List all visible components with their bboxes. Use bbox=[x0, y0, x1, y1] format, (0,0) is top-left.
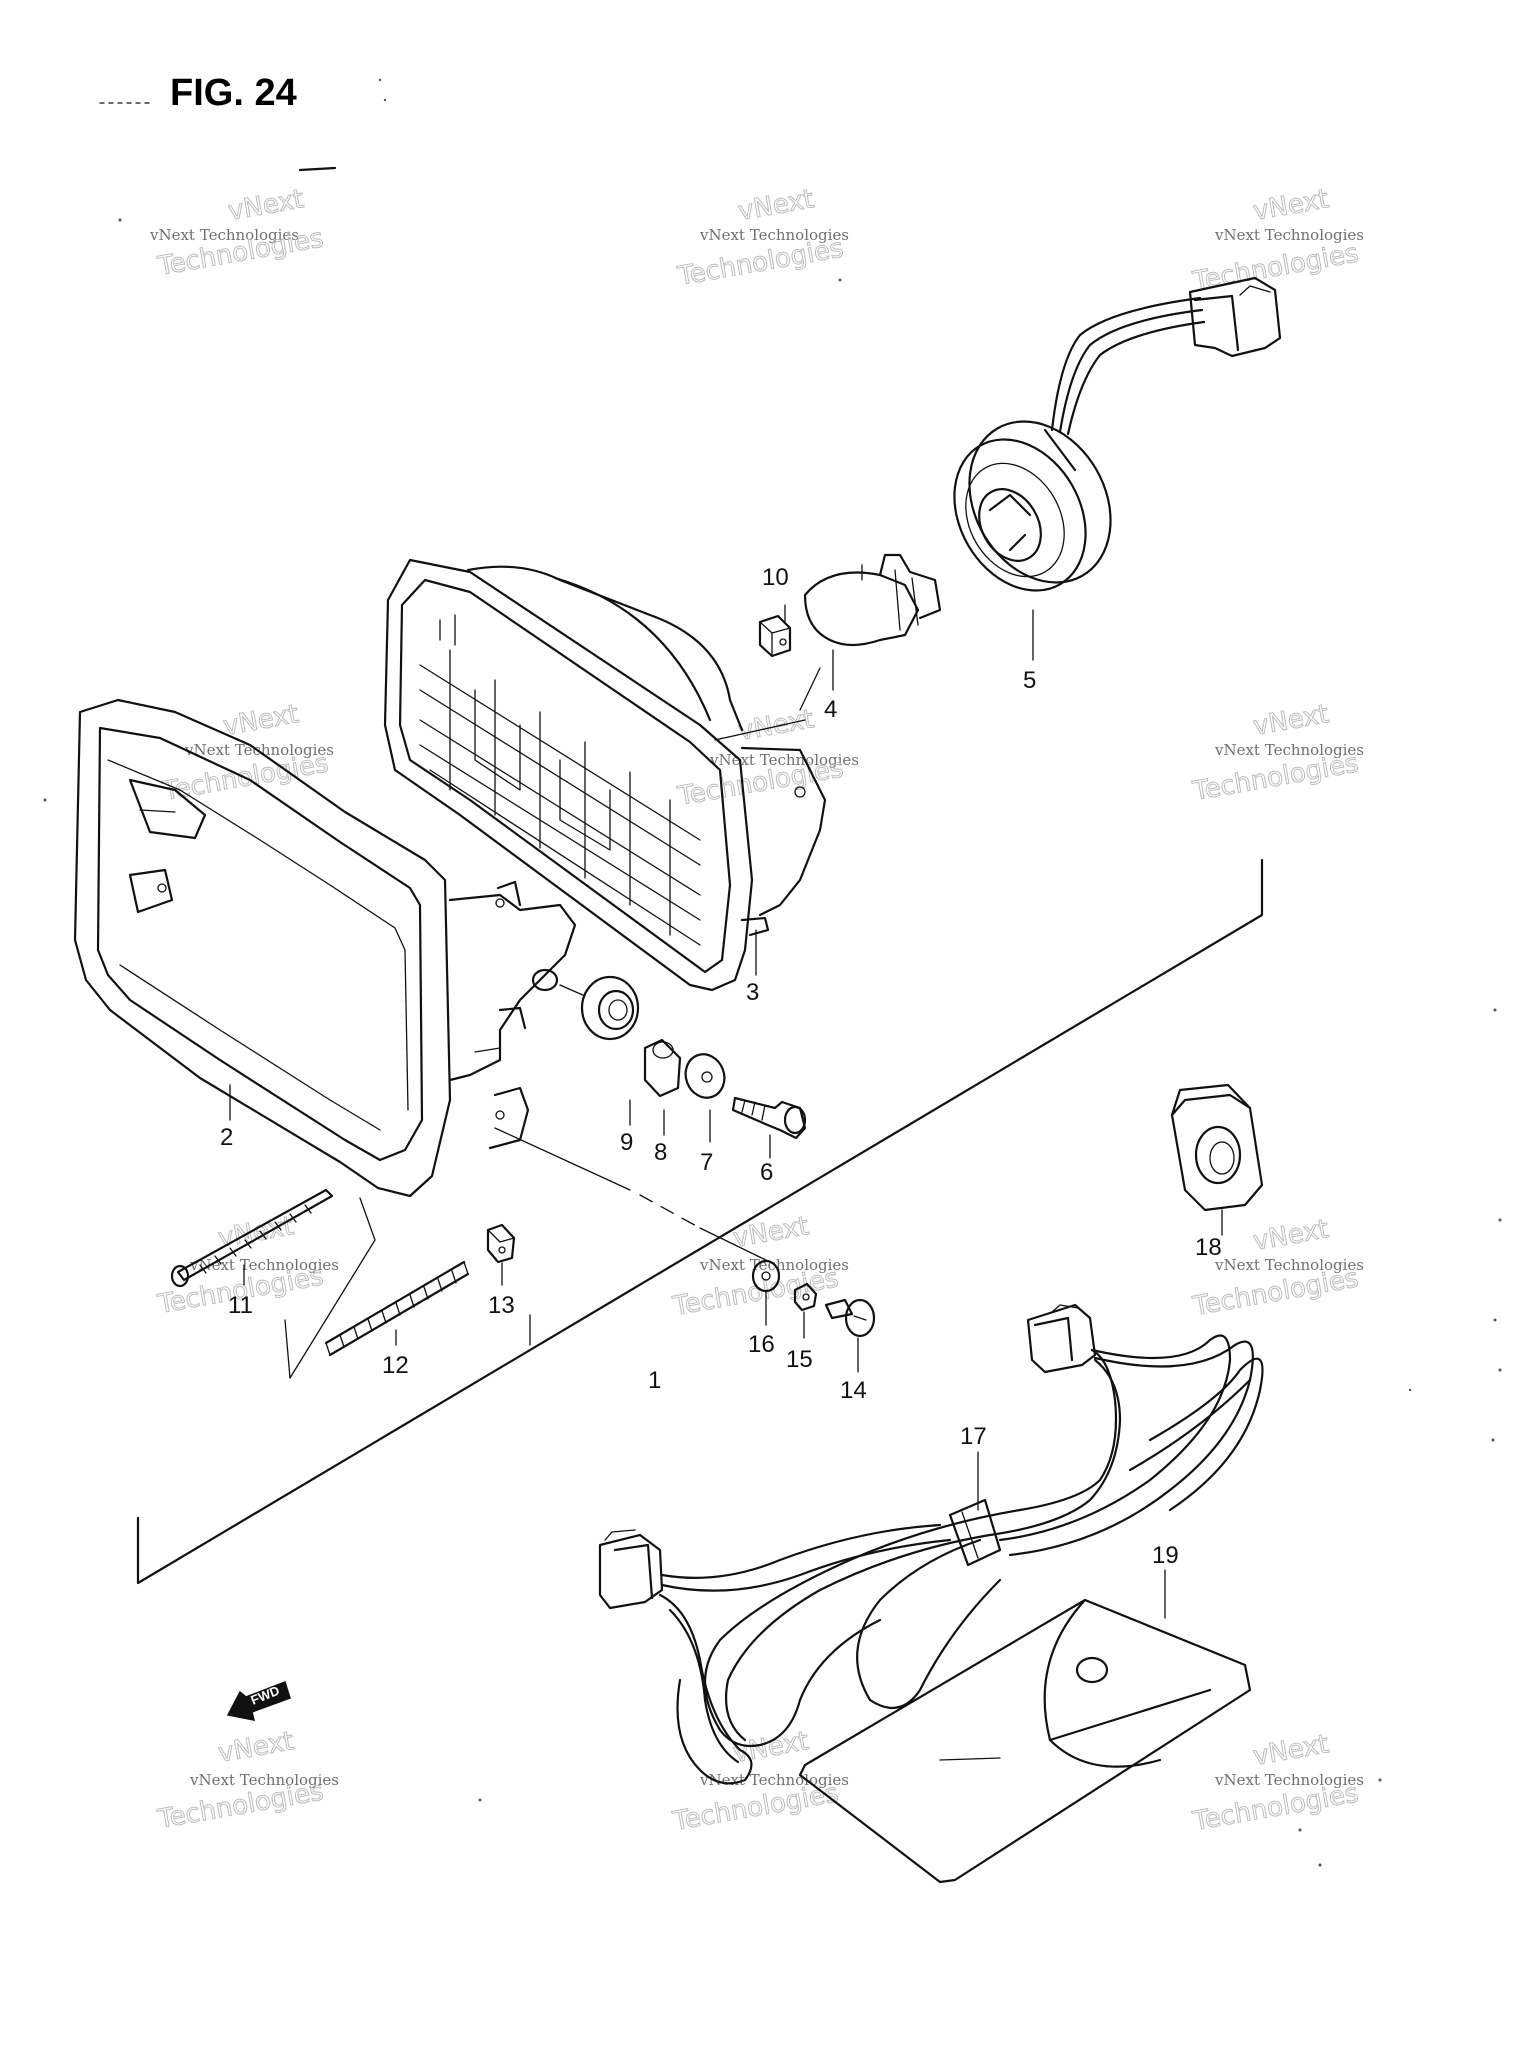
watermark-text: vNext bbox=[216, 1726, 296, 1769]
assembly-guide-lines bbox=[284, 667, 821, 1379]
watermark-text: vNext bbox=[736, 704, 816, 747]
callout-7: 7 bbox=[700, 1149, 713, 1176]
watermark-text: vNext bbox=[1251, 1729, 1331, 1772]
watermark-text: vNext bbox=[731, 1211, 811, 1254]
watermark: vNext Technologies Technologies vNext bbox=[149, 184, 326, 283]
callout-9: 9 bbox=[620, 1129, 633, 1156]
figure-title: FIG. 24 bbox=[99, 72, 337, 172]
watermark-group: vNext Technologies Technologies vNext vN… bbox=[149, 184, 1364, 1838]
watermark-text: vNext Technologies bbox=[184, 741, 334, 759]
watermark-text: vNext Technologies bbox=[189, 1256, 339, 1274]
watermark: vNext Technologies Technologies vNext bbox=[1190, 1729, 1364, 1838]
callout-1: 1 bbox=[648, 1367, 661, 1394]
grommet-9 bbox=[580, 975, 640, 1041]
washer-16 bbox=[751, 1259, 781, 1293]
callout-8: 8 bbox=[654, 1139, 667, 1166]
watermark: vNext Technologies Technologies vNext bbox=[670, 1726, 849, 1838]
callout-3: 3 bbox=[746, 979, 759, 1006]
callout-6: 6 bbox=[760, 1159, 773, 1186]
callout-18: 18 bbox=[1195, 1234, 1222, 1261]
watermark: vNext Technologies Technologies vNext bbox=[675, 184, 849, 293]
headlight-housing bbox=[73, 698, 577, 1198]
watermark-text: vNext bbox=[736, 184, 816, 227]
callout-16: 16 bbox=[748, 1331, 775, 1358]
forward-direction-arrow: FWD bbox=[226, 1681, 291, 1721]
sealed-beam-unit bbox=[383, 558, 827, 992]
watermark: vNext Technologies Technologies vNext bbox=[160, 699, 334, 808]
screw-11 bbox=[170, 1188, 334, 1288]
watermark-text: Technologies bbox=[1190, 238, 1361, 297]
watermark-text: vNext bbox=[216, 1211, 296, 1254]
assembly-bracket-line bbox=[136, 858, 1264, 1585]
nut-10 bbox=[758, 614, 792, 658]
watermark-text: vNext bbox=[1251, 1214, 1331, 1257]
grommet-18 bbox=[1170, 1083, 1264, 1212]
watermark-text: vNext bbox=[221, 699, 301, 742]
watermark-text: vNext Technologies bbox=[1214, 741, 1364, 759]
callout-11: 11 bbox=[228, 1292, 253, 1319]
watermark-text: vNext Technologies bbox=[1214, 1256, 1364, 1274]
callout-13: 13 bbox=[488, 1292, 515, 1319]
callout-17: 17 bbox=[960, 1423, 987, 1450]
washer-7 bbox=[684, 1053, 726, 1099]
callout-10: 10 bbox=[762, 564, 789, 591]
watermark: vNext Technologies Technologies vNext bbox=[1190, 184, 1364, 298]
callout-5: 5 bbox=[1023, 667, 1036, 694]
callout-19: 19 bbox=[1152, 1542, 1179, 1569]
parts-bag bbox=[798, 1569, 1252, 1884]
watermark-text: vNext bbox=[226, 184, 306, 227]
collar-8 bbox=[643, 1038, 682, 1098]
watermark: vNext Technologies Technologies vNext bbox=[1190, 1214, 1364, 1323]
callout-12: 12 bbox=[382, 1352, 409, 1379]
watermark: vNext Technologies Technologies vNext bbox=[1190, 699, 1364, 808]
watermark-text: vNext bbox=[1251, 184, 1331, 227]
figure-title-text: FIG. 24 bbox=[170, 72, 297, 114]
watermark-text: vNext Technologies bbox=[1214, 1771, 1364, 1789]
bulb-socket bbox=[953, 276, 1282, 592]
screw-14 bbox=[824, 1298, 876, 1338]
bolt-6 bbox=[731, 1096, 807, 1140]
watermark-text: vNext Technologies bbox=[149, 226, 299, 244]
watermark: vNext Technologies Technologies vNext bbox=[155, 1726, 339, 1836]
watermark-text: vNext Technologies bbox=[1214, 226, 1364, 244]
watermark-text: vNext bbox=[1251, 699, 1331, 742]
callout-14: 14 bbox=[840, 1377, 867, 1404]
watermark-text: vNext Technologies bbox=[189, 1771, 339, 1789]
wiring-harness bbox=[598, 1303, 1264, 1785]
spring-12 bbox=[324, 1260, 470, 1357]
callout-2: 2 bbox=[220, 1124, 233, 1151]
watermark: vNext Technologies Technologies vNext bbox=[670, 1211, 849, 1323]
callout-leaders bbox=[229, 604, 1223, 1511]
callout-4: 4 bbox=[824, 696, 837, 723]
watermark-text: vNext bbox=[731, 1726, 811, 1769]
bulb bbox=[803, 553, 942, 647]
nut-13 bbox=[486, 1223, 516, 1264]
callout-15: 15 bbox=[786, 1346, 813, 1373]
nut-15 bbox=[793, 1282, 818, 1312]
watermark-text: vNext Technologies bbox=[709, 751, 859, 769]
watermark-text: vNext Technologies bbox=[699, 226, 849, 244]
callout-labels: 1 2 3 4 5 6 7 8 9 10 11 12 13 14 15 16 1… bbox=[220, 564, 1222, 1569]
scan-specks bbox=[43, 78, 1502, 1867]
